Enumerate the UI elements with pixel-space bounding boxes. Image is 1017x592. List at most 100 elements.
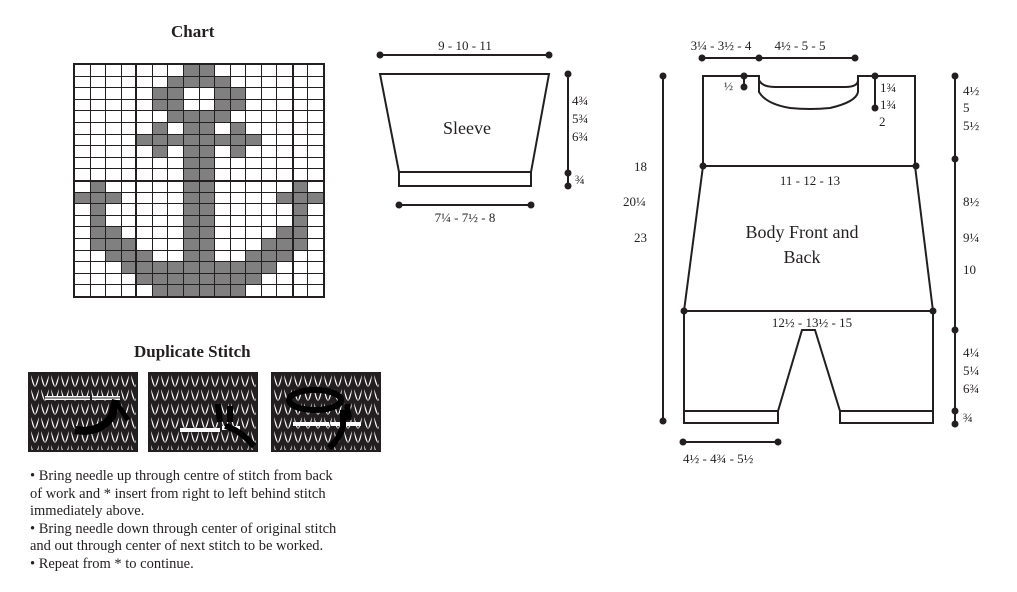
chart-cell-background	[90, 250, 106, 262]
chart-cell-background	[292, 134, 308, 146]
chart-cell-background	[75, 273, 90, 285]
chart-cell-motif	[199, 146, 215, 157]
chart-cell-motif	[215, 134, 230, 146]
chart-cell-motif	[199, 285, 215, 296]
chart-cell-background	[137, 146, 152, 157]
chart-cell-motif	[121, 250, 137, 262]
chart-cell-background	[308, 111, 323, 122]
chart-cell-background	[308, 134, 323, 146]
instruction-line: immediately above.	[30, 503, 145, 519]
chart-cell-background	[261, 65, 277, 76]
chart-cell-motif	[183, 239, 199, 250]
chart-cell-motif	[199, 239, 215, 250]
chart-cell-background	[215, 157, 230, 169]
chart-cell-background	[137, 76, 152, 88]
chart-cell-background	[261, 204, 277, 215]
chart-cell-background	[137, 285, 152, 296]
chart-cell-motif	[199, 134, 215, 146]
chart-cell-background	[308, 169, 323, 180]
chart-cell-motif	[230, 273, 246, 285]
chart-cell-background	[75, 146, 90, 157]
chart-cell-background	[277, 123, 292, 134]
chart-cell-motif	[292, 239, 308, 250]
chart-cell-background	[261, 123, 277, 134]
chart-cell-motif	[199, 111, 215, 122]
chart-cell-motif	[90, 181, 106, 192]
chart-cell-motif	[152, 273, 168, 285]
instruction-line: • Bring needle down through center of or…	[30, 520, 337, 537]
chart-cell-motif	[215, 88, 230, 99]
chart-cell-background	[308, 227, 323, 238]
chart-cell-background	[230, 111, 246, 122]
sleeve-length-label: 6¾	[572, 129, 588, 144]
leg-width-label: 4½ - 4¾ - 5½	[683, 451, 754, 466]
chart-cell-background	[137, 227, 152, 238]
chart-cell-background	[246, 239, 261, 250]
chart-cell-background	[246, 192, 261, 204]
chart-cell-background	[90, 146, 106, 157]
chart-cell-background	[121, 99, 137, 111]
chart-cell-motif	[183, 262, 199, 273]
chart-cell-background	[308, 273, 323, 285]
hip-width-label: 12½ - 13½ - 15	[772, 315, 852, 330]
chart-cell-background	[246, 99, 261, 111]
chart-cell-background	[168, 146, 183, 157]
chart-cell-background	[152, 239, 168, 250]
neck-width-label: 4½ - 5 - 5	[775, 38, 826, 53]
chart-cell-background	[168, 215, 183, 227]
chart-cell-background	[90, 169, 106, 180]
body-depth-label: 10	[963, 262, 976, 277]
chart-cell-background	[121, 146, 137, 157]
chart-cell-motif	[246, 262, 261, 273]
chart-cell-background	[230, 250, 246, 262]
chart-cell-motif	[75, 192, 90, 204]
chart-cell-background	[277, 204, 292, 215]
sleeve-bottom-width-label: 7¼ - 7½ - 8	[435, 210, 496, 225]
body-depth-label: 9¼	[963, 230, 980, 245]
chart-cell-motif	[230, 123, 246, 134]
chart-cell-motif	[152, 99, 168, 111]
total-length-label: 20¼	[623, 194, 646, 209]
chart-cell-background	[137, 157, 152, 169]
chart-cell-motif	[246, 273, 261, 285]
chart-cell-background	[121, 157, 137, 169]
chart-cell-motif	[183, 134, 199, 146]
chart-cell-background	[75, 111, 90, 122]
chart-cell-background	[137, 215, 152, 227]
chart-cell-background	[168, 239, 183, 250]
chart-cell-background	[230, 181, 246, 192]
chart-cell-motif	[199, 215, 215, 227]
chart-cell-background	[230, 215, 246, 227]
chart-cell-background	[277, 65, 292, 76]
chart-cell-background	[261, 181, 277, 192]
chart-cell-background	[292, 65, 308, 76]
stitch-illustration-1	[28, 372, 138, 452]
chart-cell-background	[230, 239, 246, 250]
chart-cell-background	[75, 181, 90, 192]
chart-cell-motif	[183, 111, 199, 122]
chart-cell-background	[90, 88, 106, 99]
total-length-label: 23	[634, 230, 647, 245]
leg-length-label: 6¾	[963, 381, 979, 396]
chart-cell-background	[230, 65, 246, 76]
chart-cell-background	[261, 111, 277, 122]
chart-cell-motif	[230, 134, 246, 146]
chart-cell-motif	[183, 227, 199, 238]
chart-cell-background	[106, 134, 121, 146]
chart-cell-background	[106, 285, 121, 296]
leg-length-label: 5¼	[963, 363, 980, 378]
chart-cell-motif	[90, 215, 106, 227]
chart-cell-background	[106, 181, 121, 192]
chart-cell-background	[137, 65, 152, 76]
chart-cell-motif	[168, 262, 183, 273]
chart-cell-background	[152, 192, 168, 204]
chart-cell-background	[75, 204, 90, 215]
chart-cell-background	[106, 88, 121, 99]
chart-cell-background	[106, 99, 121, 111]
chart-cell-background	[121, 134, 137, 146]
sleeve-outline	[378, 73, 551, 187]
chart-cell-background	[183, 88, 199, 99]
chart-cell-motif	[183, 204, 199, 215]
chart-cell-background	[246, 88, 261, 99]
chart-cell-background	[230, 204, 246, 215]
